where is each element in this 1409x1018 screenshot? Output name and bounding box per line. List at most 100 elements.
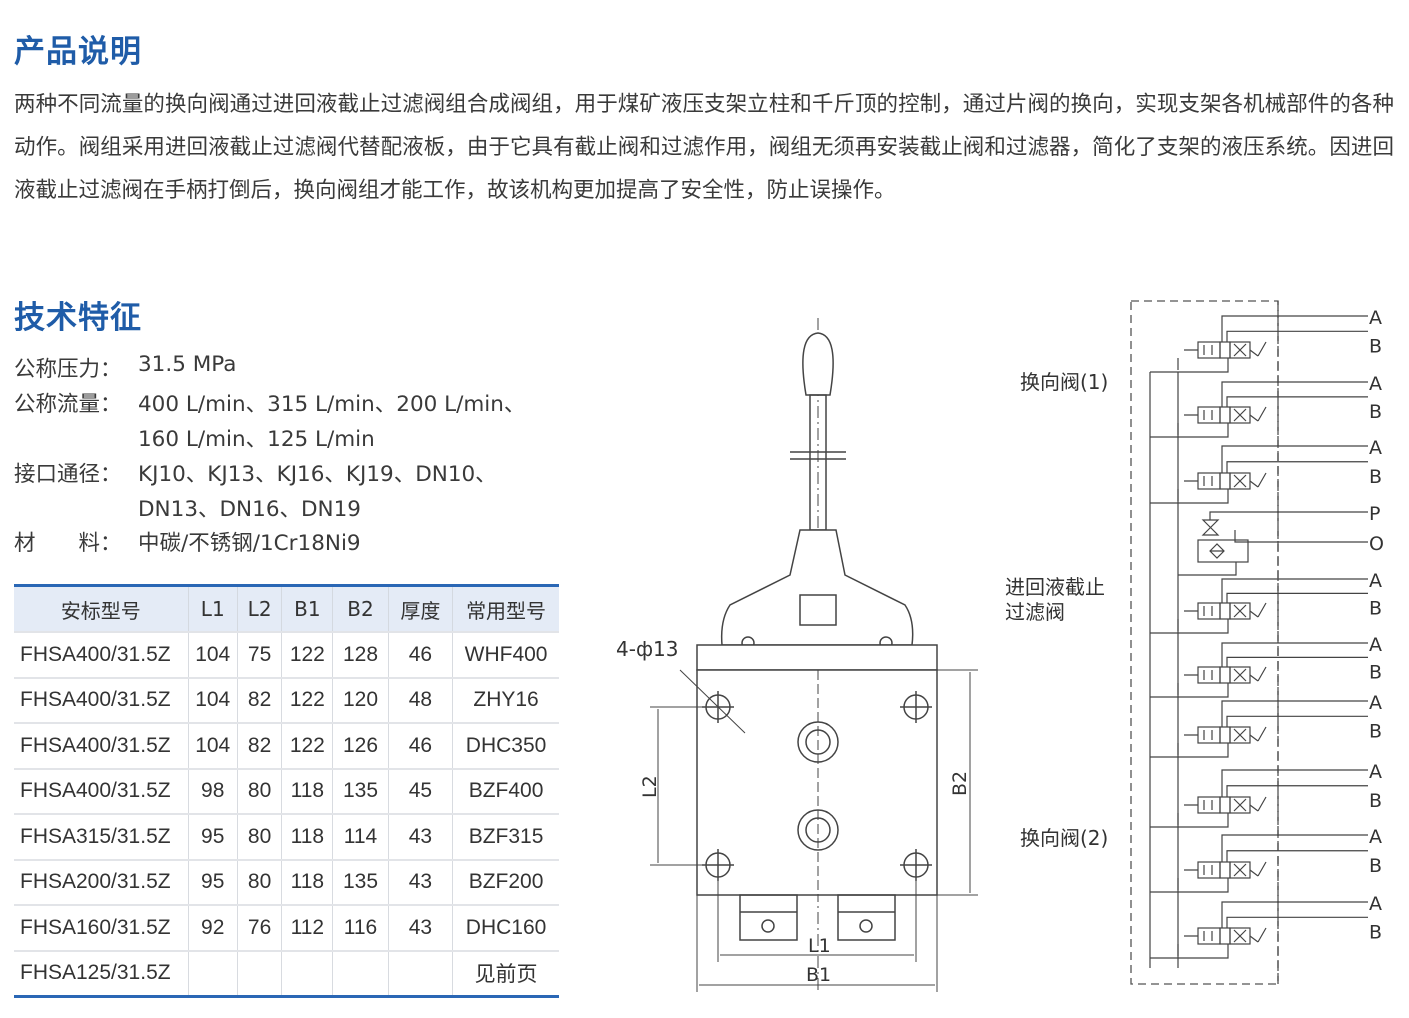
- table-cell: DHC160: [452, 904, 559, 951]
- table-cell: FHSA400/31.5Z: [14, 767, 189, 814]
- spec-value: 中碳/不锈钢/1Cr18Ni9: [138, 531, 361, 556]
- table-cell: 45: [388, 767, 454, 814]
- table-cell: BZF200: [452, 858, 559, 905]
- mounting-hole: [702, 849, 734, 881]
- valve-dimension-drawing: [650, 318, 978, 992]
- port-label-b: B: [1369, 597, 1382, 619]
- port-label-a: A: [1369, 634, 1382, 656]
- filter-valve-symbol: [1178, 511, 1368, 576]
- port-label-b: B: [1369, 661, 1382, 683]
- dim-l1-label: L1: [808, 935, 831, 957]
- table-cell: 128: [332, 631, 389, 678]
- table-cell: 104: [188, 676, 238, 723]
- directional-valve-symbol: [1150, 381, 1368, 438]
- port-label-b: B: [1369, 921, 1382, 943]
- dim-b2-label: B2: [949, 771, 971, 796]
- hole-spec-label: 4-ф13: [616, 637, 679, 661]
- column-header: 厚度: [388, 585, 454, 632]
- spec-label: 公称压力：: [14, 357, 122, 382]
- spec-label: 接口通径：: [14, 462, 122, 487]
- table-cell: 46: [388, 631, 454, 678]
- column-header: B1: [281, 585, 334, 632]
- table-cell: FHSA400/31.5Z: [14, 631, 189, 678]
- table-cell: 43: [388, 904, 454, 951]
- port-label-o: O: [1369, 533, 1384, 555]
- table-cell: FHSA315/31.5Z: [14, 813, 189, 860]
- table-cell: 122: [281, 722, 334, 769]
- port-label-b: B: [1369, 790, 1382, 812]
- table-cell: 120: [332, 676, 389, 723]
- table-cell: FHSA400/31.5Z: [14, 722, 189, 769]
- table-cell: 126: [332, 722, 389, 769]
- spec-value: 31.5 MPa: [138, 352, 237, 377]
- table-cell: [188, 949, 238, 997]
- table-cell: 135: [332, 858, 389, 905]
- port-label-a: A: [1369, 692, 1382, 714]
- filter-valve-label-line2: 过滤阀: [1005, 600, 1065, 624]
- table-cell: 116: [332, 904, 389, 951]
- port-label-b: B: [1369, 466, 1382, 488]
- valve-group-2-label: 换向阀(2): [1020, 826, 1108, 850]
- spec-value: KJ10、KJ13、KJ16、KJ19、DN10、: [138, 462, 497, 487]
- port-label-b: B: [1369, 720, 1382, 742]
- table-cell: [237, 949, 283, 997]
- dim-b1-label: B1: [806, 964, 831, 986]
- table-cell: 80: [237, 767, 283, 814]
- mounting-hole: [900, 691, 932, 723]
- table-cell: FHSA200/31.5Z: [14, 858, 189, 905]
- spec-label: 公称流量：: [14, 392, 122, 417]
- spec-value: 400 L/min、315 L/min、200 L/min、: [138, 392, 526, 417]
- table-cell: 46: [388, 722, 454, 769]
- table-cell: 80: [237, 813, 283, 860]
- table-cell: 98: [188, 767, 238, 814]
- spec-row: 160 L/min、125 L/min: [14, 422, 375, 453]
- table-cell: 48: [388, 676, 454, 723]
- table-cell: 75: [237, 631, 283, 678]
- table-cell: BZF315: [452, 813, 559, 860]
- table-cell: 82: [237, 676, 283, 723]
- directional-valve-symbol: [1150, 834, 1368, 893]
- port-label-a: A: [1369, 307, 1382, 329]
- directional-valve-symbol: [1150, 578, 1368, 634]
- port-label-a: A: [1369, 437, 1382, 459]
- directional-valve-symbol: [1150, 315, 1368, 373]
- product-description-text: 两种不同流量的换向阀通过进回液截止过滤阀组合成阀组，用于煤矿液压支架立柱和千斤顶…: [14, 92, 1394, 203]
- table-cell: 135: [332, 767, 389, 814]
- port-label-a: A: [1369, 893, 1382, 915]
- spec-row: 接口通径： KJ10、KJ13、KJ16、KJ19、DN10、: [14, 457, 497, 488]
- port-label-b: B: [1369, 401, 1382, 423]
- column-header: 安标型号: [14, 585, 189, 632]
- spec-value: 160 L/min、125 L/min: [138, 427, 375, 452]
- table-cell: [281, 949, 334, 997]
- spec-row: 公称流量： 400 L/min、315 L/min、200 L/min、: [14, 387, 525, 418]
- table-cell: 118: [281, 813, 334, 860]
- table-cell: ZHY16: [452, 676, 559, 723]
- column-header: L2: [237, 585, 283, 632]
- table-cell: 82: [237, 722, 283, 769]
- directional-valve-symbol: [1150, 901, 1368, 959]
- table-cell: DHC350: [452, 722, 559, 769]
- table-cell: 43: [388, 813, 454, 860]
- port-label-a: A: [1369, 570, 1382, 592]
- spec-label: 材 料：: [14, 531, 122, 556]
- directional-valve-symbol: [1150, 769, 1368, 828]
- table-cell: 80: [237, 858, 283, 905]
- section-title-product-description: 产品说明: [14, 34, 142, 70]
- table-cell: 122: [281, 631, 334, 678]
- table-cell: 92: [188, 904, 238, 951]
- table-cell: 43: [388, 858, 454, 905]
- spec-value: DN13、DN16、DN19: [138, 497, 361, 522]
- table-cell: FHSA125/31.5Z: [14, 949, 189, 997]
- table-cell: 95: [188, 813, 238, 860]
- port-label-a: A: [1369, 826, 1382, 848]
- spec-row: 材 料： 中碳/不锈钢/1Cr18Ni9: [14, 526, 361, 557]
- table-cell: 104: [188, 722, 238, 769]
